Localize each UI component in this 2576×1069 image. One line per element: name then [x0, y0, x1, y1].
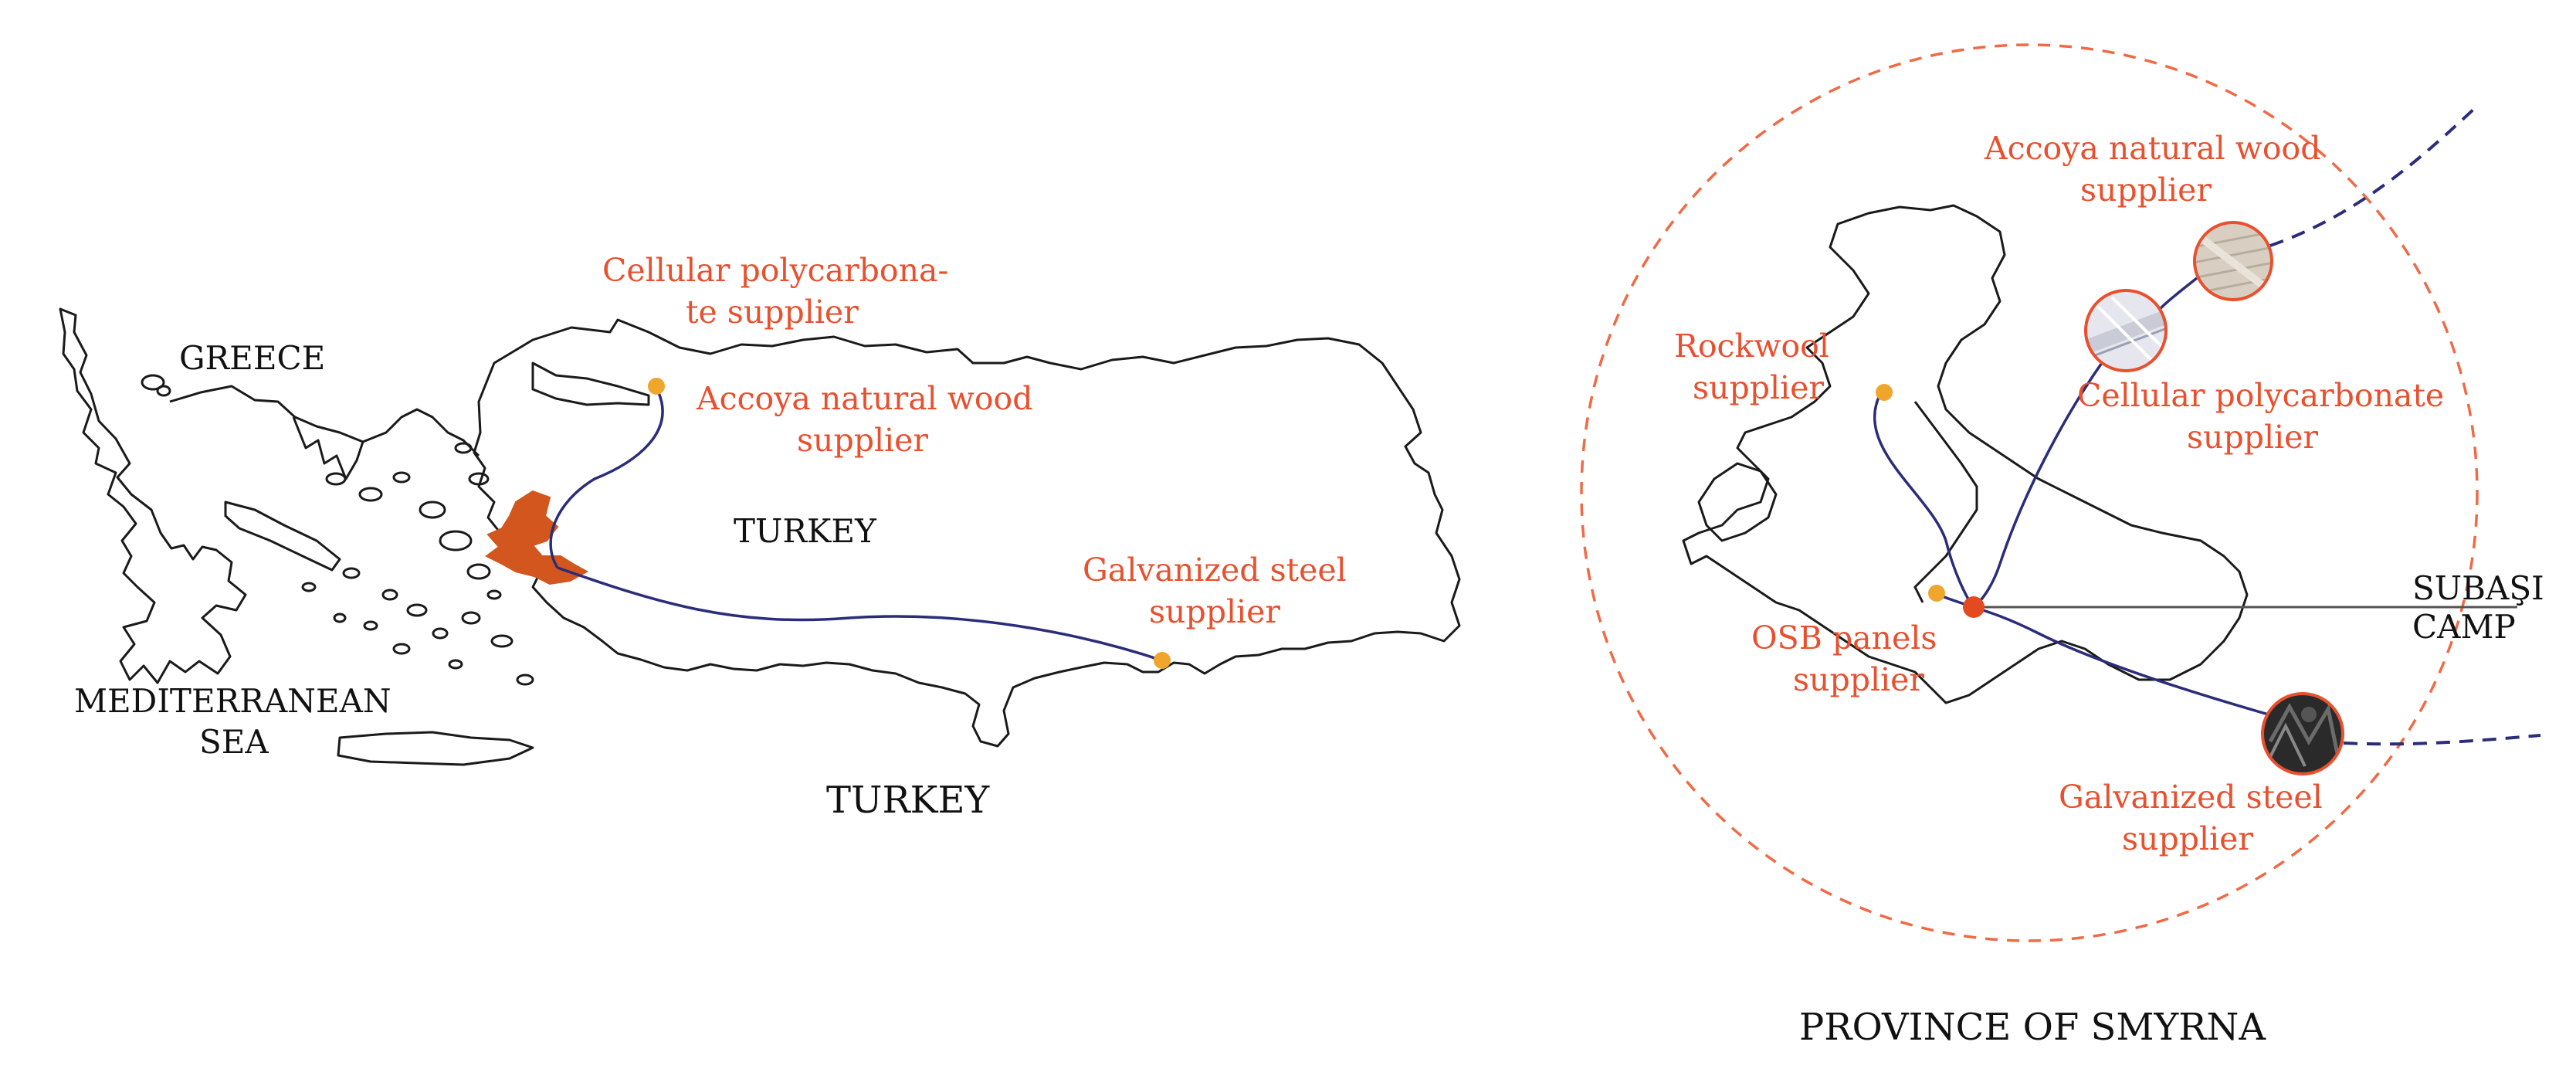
label-turkey-inner: TURKEY [734, 512, 877, 550]
chalkidiki [292, 416, 364, 480]
caption-turkey: TURKEY [826, 779, 991, 822]
label-polycarbonate-right-2: supplier [2187, 419, 2318, 456]
label-camp: CAMP [2412, 608, 2516, 646]
osb-supplier-dot [1928, 585, 1945, 602]
label-accoya-right-1: Accoya natural wood [1984, 130, 2321, 167]
label-accoya-2: supplier [797, 422, 928, 459]
external-route-north [2269, 107, 2476, 247]
gulf-coastline [1913, 401, 1978, 603]
label-osb-1: OSB panels [1751, 619, 1937, 657]
label-accoya-1: Accoya natural wood [696, 380, 1033, 417]
rockwool-supplier-dot [1876, 384, 1893, 401]
label-subasi: SUBAŞI [2412, 569, 2544, 607]
route-rockwool-to-camp [1873, 393, 1974, 608]
galvanized-steel-photo [2261, 692, 2344, 775]
izmir-province-outline [1682, 204, 2249, 704]
polycarbonate-supplier-dot [648, 378, 665, 395]
province-radius-circle [1580, 43, 2479, 942]
label-greece: GREECE [179, 339, 325, 377]
subasi-camp-marker [1963, 596, 1985, 618]
label-steel-right-2: supplier [2122, 820, 2253, 857]
polycarbonate-photo [2084, 289, 2168, 372]
label-steel-right-1: Galvanized steel [2059, 779, 2323, 816]
label-steel-2: supplier [1149, 593, 1280, 630]
accoya-wood-photo [2193, 221, 2273, 301]
peninsula-coastline [1697, 462, 1778, 542]
marmara-sea [531, 361, 650, 406]
route-polycarbonate-to-izmir [549, 387, 664, 568]
label-accoya-right-2: supplier [2080, 171, 2212, 209]
label-osb-2: supplier [1793, 661, 1924, 698]
euboea-island [224, 501, 341, 572]
label-rockwool-2: supplier [1693, 369, 1824, 406]
greece-coastline [59, 307, 247, 684]
right-map: Accoya natural wood supplier Rockwool su… [1580, 43, 2544, 1049]
route-polycarbonate-to-camp [1972, 329, 2127, 609]
left-map: GREECE MEDITERRANEAN SEA TURKEY TURKEY C… [59, 252, 1461, 822]
label-polycarbonate-2: te supplier [686, 294, 859, 331]
label-mediterranean: MEDITERRANEAN [74, 682, 391, 720]
label-polycarbonate-1: Cellular polycarbona- [602, 252, 948, 289]
steel-supplier-dot [1154, 652, 1171, 669]
label-sea: SEA [199, 723, 269, 761]
label-polycarbonate-right-1: Cellular polycarbonate [2077, 377, 2444, 414]
turkey-coastline [473, 318, 1461, 748]
external-route-east [2343, 734, 2541, 746]
izmir-region [485, 490, 589, 585]
route-steel-to-izmir [557, 566, 1163, 662]
caption-province-of-smyrna: PROVINCE OF SMYRNA [1799, 1006, 2266, 1049]
crete-island [337, 731, 534, 766]
label-rockwool-1: Rockwool [1674, 327, 1829, 365]
aegean-islands [141, 374, 534, 686]
greece-north-coast [169, 385, 480, 457]
label-steel-1: Galvanized steel [1083, 551, 1347, 589]
route-steel-to-camp [1972, 606, 2283, 720]
